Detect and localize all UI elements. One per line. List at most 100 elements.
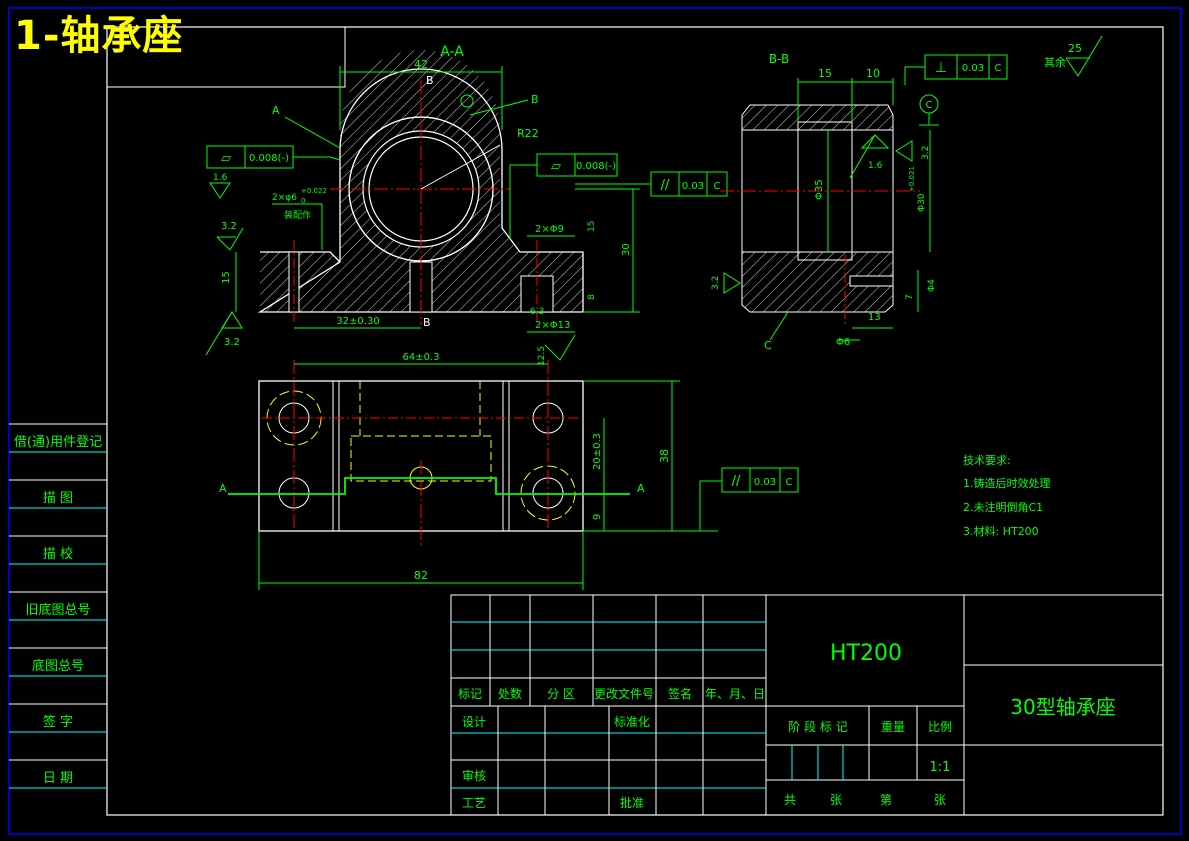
title-header-cell: 处数	[498, 686, 522, 701]
plan-section-line	[228, 477, 630, 495]
roughness-icon	[216, 227, 244, 251]
title-header-cell: 年、月、日	[705, 687, 765, 701]
left-col-label: 借(通)用件登记	[14, 435, 102, 450]
aa-rough-63: 6.3	[530, 307, 544, 317]
overlay-title: 1-轴承座	[14, 13, 184, 59]
left-col-label: 底图总号	[32, 658, 84, 674]
aa-dim-2x6: 2×φ6	[272, 193, 297, 203]
bb-marker-c: C	[764, 339, 772, 352]
aa-fcf-left: ▱ 0.008(-)	[206, 145, 341, 169]
cylindricity-icon	[460, 94, 474, 108]
roughness-icon	[1065, 35, 1103, 77]
general-surface-finish: 其余 25	[1044, 35, 1103, 77]
bb-dim-35: Φ35	[814, 179, 825, 200]
roughness-icon	[221, 311, 243, 329]
title-header-cell: 标记	[458, 687, 482, 701]
aa-dim-15: 15	[221, 271, 232, 284]
aa-fcf-parallel-value: 0.03	[682, 181, 704, 192]
aa-fcf-right: ▱ 0.008(-)	[509, 153, 618, 240]
aa-body-outline	[257, 68, 584, 313]
bb-dim-7: 7	[905, 294, 915, 300]
tech-req-item: 2.未注明倒角C1	[963, 500, 1043, 514]
title-label-review: 审核	[462, 768, 486, 783]
aa-depth-8: 8	[587, 294, 597, 300]
title-label-page: 第	[880, 793, 892, 807]
flatness-icon: ▱	[221, 151, 231, 166]
left-col-label: 旧底图总号	[25, 602, 90, 618]
aa-fcf-parallel: // 0.03 C	[575, 171, 728, 197]
aa-fcf-left-value: 0.008(-)	[249, 153, 289, 164]
aa-dim-42: 42	[414, 58, 428, 71]
aa-depth-15: 15	[587, 221, 597, 232]
plan-dim-9: 9	[592, 514, 603, 520]
plan-fcf-datum: C	[786, 477, 793, 488]
aa-fcf-right-value: 0.008(-)	[576, 161, 616, 172]
bb-dim-30: Φ30	[917, 193, 927, 212]
aa-radius: R22	[517, 127, 539, 140]
bb-body-top-hatch	[741, 104, 894, 131]
left-registration-column: 借(通)用件登记 描 图 描 校 旧底图总号 底图总号 签 字 日 期	[9, 423, 107, 789]
title-material: HT200	[830, 641, 902, 666]
aa-hole-note: 装配作	[284, 209, 311, 221]
title-scale-value: 1:1	[930, 760, 951, 775]
bb-datum-c: C	[926, 100, 933, 111]
aa-dim-2x6-tol: +0.022	[301, 187, 327, 195]
title-label-sheet: 张	[830, 793, 842, 807]
title-drawing-name: 30型轴承座	[1010, 695, 1115, 719]
bb-fcf-perp: ⊥ 0.03 C	[904, 54, 1008, 85]
section-bb-view: B-B 15 10 Φ35 Φ30 +0.021 Φ6 13 Φ4 7 C 1.…	[711, 52, 1008, 352]
plan-view: A A 64±0.3 82 38 20±0.3 9 // 0.03 C	[219, 352, 799, 590]
plan-fcf-parallel: // 0.03 C	[721, 467, 799, 493]
roughness-icon	[860, 134, 890, 149]
aa-rough-32a: 3.2	[221, 221, 237, 232]
aa-marker-a: A	[272, 104, 280, 117]
left-col-label: 描 图	[43, 491, 73, 506]
tech-req-item: 1.铸造后时效处理	[963, 476, 1051, 490]
title-header-cell: 分 区	[547, 687, 575, 701]
bb-rough-16: 1.6	[868, 161, 883, 171]
title-label-total: 共	[784, 793, 796, 807]
aa-dim-32: 32±0.30	[336, 316, 379, 327]
bb-rough-32a: 3.2	[921, 146, 931, 160]
outer-frame	[8, 7, 1182, 835]
aa-marker-b-top: B	[426, 74, 434, 87]
projection-box	[106, 26, 346, 88]
tech-req-item: 3.材料: HT200	[963, 524, 1039, 538]
parallelism-icon: //	[661, 178, 670, 193]
bb-dim-15: 15	[818, 67, 832, 80]
roughness-icon	[209, 182, 231, 199]
flatness-icon: ▱	[551, 159, 561, 174]
bb-dim-6: Φ6	[836, 337, 850, 348]
bb-dim-4: Φ4	[927, 279, 937, 292]
aa-dim-30: 30	[621, 243, 632, 256]
plan-marker-a-right: A	[637, 482, 645, 495]
bb-dim-13: 13	[868, 312, 881, 323]
title-label-page-sheet: 张	[934, 793, 946, 807]
surface-finish-value: 25	[1068, 42, 1082, 55]
plan-dim-38: 38	[658, 449, 671, 463]
title-label-scale: 比例	[928, 720, 952, 734]
plan-hidden-slot	[350, 435, 492, 482]
aa-marker-b-side: B	[531, 93, 539, 106]
aa-rough-125: 12.5	[537, 346, 547, 366]
title-header-cell: 签名	[668, 686, 692, 701]
title-label-weight: 重量	[881, 720, 905, 734]
roughness-icon	[895, 140, 913, 162]
title-label-stage: 阶 段 标 记	[788, 719, 847, 734]
bb-fcf-perp-datum: C	[995, 63, 1002, 74]
bb-fcf-perp-value: 0.03	[962, 63, 984, 74]
parallelism-icon: //	[732, 474, 741, 489]
bb-dim-30-tol: +0.021	[908, 166, 916, 192]
plan-marker-a-left: A	[219, 482, 227, 495]
aa-fcf-parallel-datum: C	[714, 181, 721, 192]
aa-dim-2x9: 2×Φ9	[535, 224, 564, 235]
aa-dim-2x6-tol2: 0	[301, 197, 305, 205]
title-label-process: 工艺	[462, 796, 486, 810]
title-label-standardize: 标准化	[614, 715, 650, 729]
left-col-label: 日 期	[43, 771, 73, 786]
tech-req-heading: 技术要求:	[963, 454, 1011, 467]
title-block: HT200 30型轴承座 标记 处数 分 区 更改文件号 签名 年、月、日 设计…	[450, 594, 1164, 816]
aa-dim-2x13: 2×Φ13	[535, 320, 570, 331]
bb-oil-hole	[849, 275, 894, 287]
section-bb-label: B-B	[769, 52, 789, 66]
